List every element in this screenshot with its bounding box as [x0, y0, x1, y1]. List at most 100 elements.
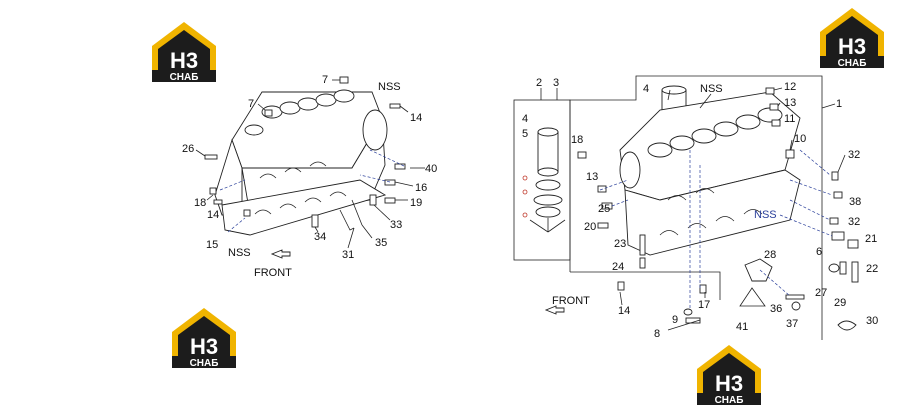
fitting-21 — [847, 239, 859, 249]
jet-33 — [369, 194, 377, 206]
cylinder-bores — [647, 107, 783, 158]
plug-12 — [765, 87, 775, 95]
right-engine-block: 2 3 4 NSS 12 4 5 13 1 11 10 18 32 13 38 … — [513, 75, 878, 340]
pin-26 — [204, 154, 218, 160]
bolt-14b — [213, 199, 223, 205]
callout-4: 4 — [643, 83, 649, 95]
liner-5 — [537, 131, 559, 173]
logo-text-small: СНАБ — [715, 395, 744, 406]
block-frame — [569, 75, 823, 340]
logo-text-big: H3 — [715, 371, 743, 396]
rear-housing — [362, 109, 388, 151]
o-rings — [535, 179, 561, 191]
logo-text-small: СНАБ — [170, 72, 199, 83]
callout-26: 26 — [182, 143, 194, 155]
logo-top-right: H3 СНАБ — [820, 8, 884, 69]
clamp-30 — [837, 320, 857, 331]
callout-36: 36 — [770, 303, 782, 315]
logo-bottom-left: H3 СНАБ — [172, 308, 236, 369]
callout-10: 10 — [794, 133, 806, 145]
plug-40 — [394, 163, 406, 170]
plug-15 — [243, 209, 251, 217]
callout-nss-top: NSS — [378, 81, 401, 93]
plug-20 — [597, 222, 609, 229]
logo-text-big: H3 — [190, 334, 218, 359]
washer-9 — [683, 308, 693, 316]
callout-7: 7 — [322, 74, 328, 86]
logo-text-big: H3 — [170, 48, 198, 73]
front-arrow-icon — [270, 249, 291, 259]
nut-37 — [791, 301, 801, 311]
jet-31 — [339, 209, 355, 231]
callout-16: 16 — [415, 182, 427, 194]
callout-11: 11 — [784, 113, 795, 125]
left-engine-block: 7 NSS 7 14 26 40 16 18 14 19 33 34 35 15… — [182, 74, 437, 279]
bolt-14a — [389, 103, 401, 109]
callout-5: 5 — [522, 128, 528, 140]
callout-33: 33 — [390, 219, 402, 231]
callout-41: 41 — [736, 321, 748, 333]
callout-23: 23 — [614, 238, 626, 250]
callout-3: 3 — [553, 77, 559, 89]
callout-14: 14 — [410, 112, 422, 124]
bearing-caps — [254, 161, 347, 215]
callout-13: 13 — [784, 97, 796, 109]
front-arrow-icon — [544, 305, 565, 315]
tube-22 — [851, 261, 859, 283]
jet-35 — [351, 199, 363, 226]
pipe-16 — [384, 179, 396, 186]
plug-32a — [831, 171, 839, 181]
connector-6 — [831, 231, 845, 241]
front-label: FRONT — [552, 295, 590, 307]
callout-31: 31 — [342, 249, 354, 261]
callout-7: 7 — [248, 98, 254, 110]
callout-32: 32 — [848, 216, 860, 228]
callout-18: 18 — [194, 197, 206, 209]
plug-11 — [771, 119, 781, 127]
callout-9: 9 — [672, 314, 678, 326]
callout-nss-bottom: NSS — [228, 247, 251, 259]
callout-nss-top: NSS — [700, 83, 723, 95]
callout-6: 6 — [816, 246, 822, 258]
callout-15: 15 — [206, 239, 218, 251]
callout-37: 37 — [786, 318, 798, 330]
callout-29: 29 — [834, 297, 846, 309]
plug-38 — [833, 191, 843, 199]
callout-18: 18 — [571, 134, 583, 146]
callout-8: 8 — [654, 328, 660, 340]
logo-text-small: СНАБ — [190, 358, 219, 369]
plug-17 — [699, 284, 707, 294]
plug-13b — [769, 103, 779, 111]
front-label: FRONT — [254, 267, 292, 279]
bolt-36 — [785, 294, 805, 300]
callout-19: 19 — [410, 197, 422, 209]
callout-27: 27 — [815, 287, 827, 299]
callout-2: 2 — [536, 77, 542, 89]
callout-38: 38 — [849, 196, 861, 208]
callout-13: 13 — [586, 171, 598, 183]
callout-20: 20 — [584, 221, 596, 233]
callout-12: 12 — [784, 81, 796, 93]
plug-14 — [617, 281, 625, 291]
logo-text-small: СНАБ — [838, 58, 867, 69]
pin-23 — [639, 234, 646, 256]
logo-top-left: H3 СНАБ — [152, 22, 216, 83]
plug-18 — [209, 187, 217, 195]
bearing-caps — [659, 188, 763, 236]
plug-32b — [829, 217, 839, 225]
plug-7b — [264, 109, 273, 117]
callout-1: 1 — [836, 98, 842, 110]
plug-8 — [685, 317, 701, 324]
plug-10 — [785, 149, 795, 159]
callout-25: 25 — [598, 203, 610, 215]
block-side-face — [624, 169, 801, 256]
plug-7a — [339, 76, 349, 84]
logo-bottom-right: H3 СНАБ — [697, 345, 761, 406]
plug-18 — [577, 151, 587, 159]
logo-text-big: H3 — [838, 34, 866, 59]
callout-28: 28 — [764, 249, 776, 261]
callout-17: 17 — [698, 299, 710, 311]
callout-14: 14 — [207, 209, 219, 221]
callout-40: 40 — [425, 163, 437, 175]
